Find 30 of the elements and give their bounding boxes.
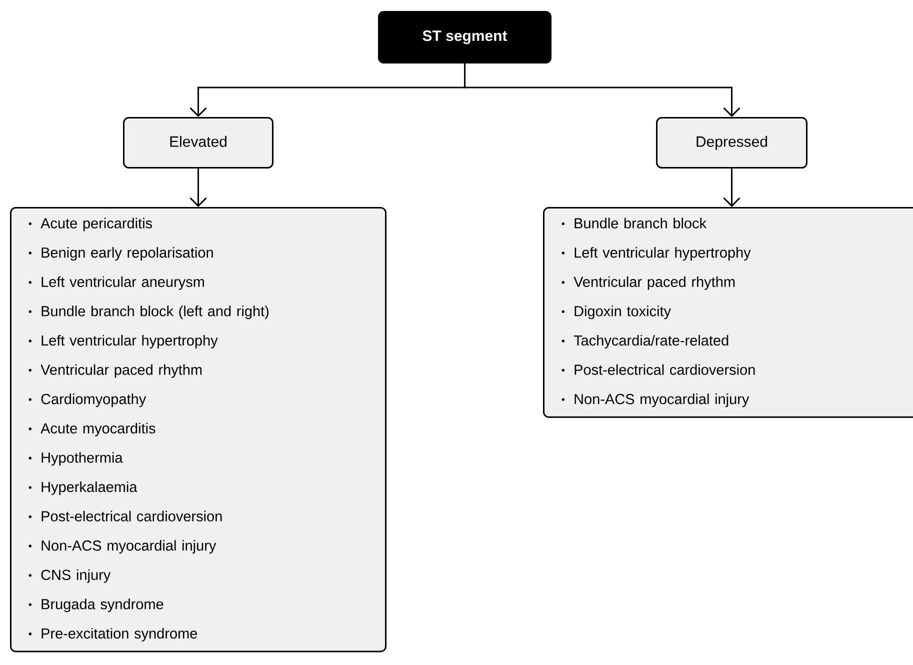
list-item: Tachycardia/rate-related: [562, 334, 728, 348]
list-item: Left ventricular hypertrophy: [562, 247, 751, 261]
title-box: ST segment: [378, 11, 552, 64]
list-box: [543, 207, 913, 418]
list-item: Left ventricular aneurysm: [28, 276, 204, 290]
list-item: Acute pericarditis: [28, 218, 152, 232]
list-item: Left ventricular hypertrophy: [28, 334, 218, 348]
list-item: Benign early repolarisation: [28, 247, 213, 261]
list-item: Ventricular paced rhythm: [28, 364, 202, 378]
category-box: Elevated: [123, 117, 274, 168]
arrow: [464, 64, 740, 117]
arrow: [190, 168, 207, 207]
list-item: Ventricular paced rhythm: [562, 276, 735, 290]
list-item: Brugada syndrome: [28, 598, 164, 612]
list-item: Post-electrical cardioversion: [562, 364, 755, 375]
list-box: [10, 207, 386, 652]
list-item: Acute myocarditis: [28, 422, 156, 436]
list-item: Non-ACS myocardial injury: [28, 540, 216, 554]
list-item: Pre-excitation syndrome: [28, 628, 198, 642]
list-item: Cardiomyopathy: [28, 394, 146, 408]
list-item: Bundle branch block (left and right): [28, 306, 268, 320]
list-item: CNS injury: [28, 569, 111, 583]
list-item: Post-electrical cardioversion: [28, 510, 222, 522]
category-box: Depressed: [656, 117, 808, 168]
list-item: Digoxin toxicity: [562, 306, 672, 320]
list-item: Bundle branch block: [562, 218, 707, 228]
list-item: Hyperkalaemia: [28, 481, 138, 495]
list-item: Hypothermia: [28, 452, 123, 466]
list-item: Non-ACS myocardial injury: [562, 394, 750, 408]
arrow: [723, 168, 740, 207]
